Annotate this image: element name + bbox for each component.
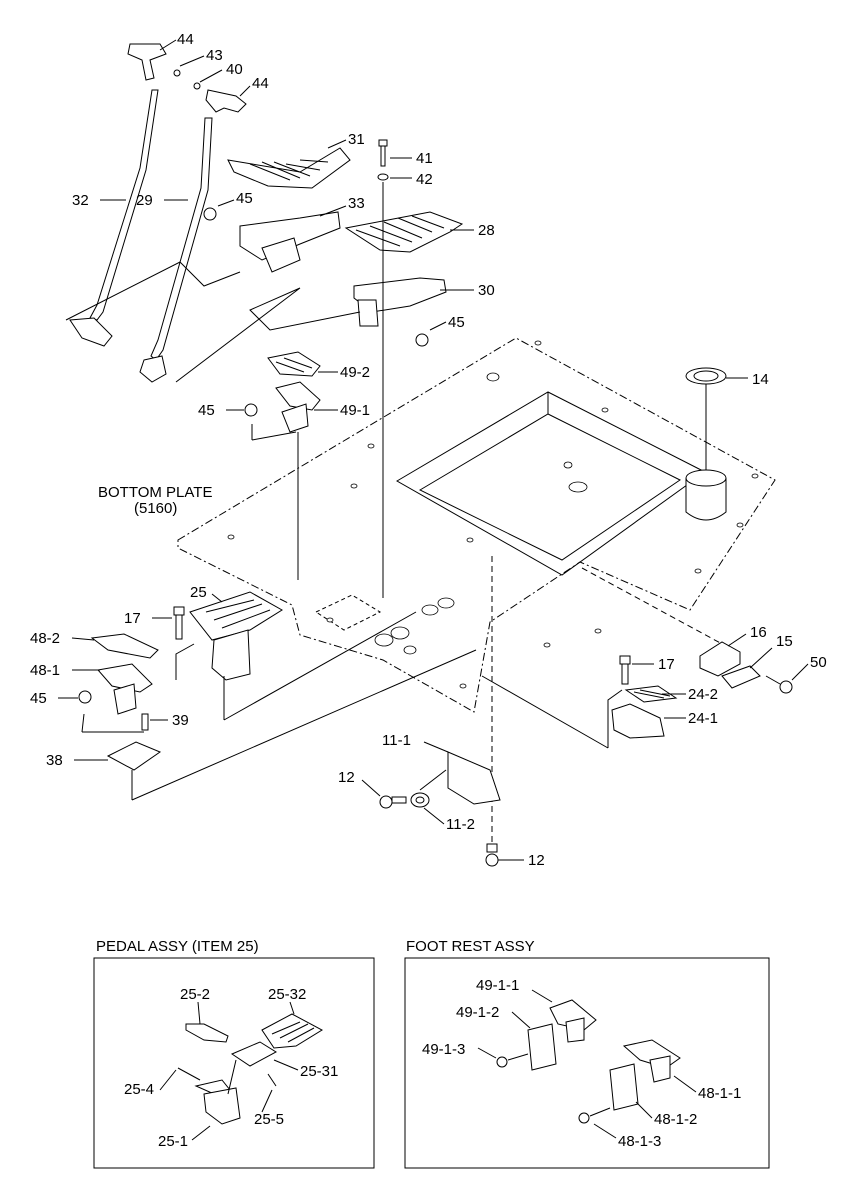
callout-15: 15 — [776, 633, 793, 650]
callout-38: 38 — [46, 752, 63, 769]
plate-38 — [106, 741, 162, 771]
bolt-45-set — [78, 207, 429, 704]
foot-rest-assy-title: FOOT REST ASSY — [406, 938, 535, 955]
callout-42: 42 — [416, 171, 433, 188]
callout-16: 16 — [750, 624, 767, 641]
callout-12: 12 — [338, 769, 355, 786]
callout-44: 44 — [252, 75, 269, 92]
bracket-48-1 — [97, 663, 153, 715]
label-25-32: 25-32 — [268, 986, 306, 1003]
bottom-plate-label: BOTTOM PLATE (5160) — [98, 484, 212, 517]
callout-14: 14 — [752, 371, 769, 388]
foot-rest-assy-detail: FOOT REST ASSY 49-1-1 49-1-2 49-1-3 48-1… — [404, 938, 770, 1169]
callout-11-2: 11-2 — [446, 816, 475, 833]
pedal-24 — [611, 685, 678, 739]
pedal-25 — [189, 591, 283, 681]
label-48-1-1: 48-1-1 — [698, 1085, 741, 1102]
bracket-11-1 — [419, 751, 501, 805]
bracket-30 — [353, 277, 447, 327]
callout-30: 30 — [478, 282, 495, 299]
bolt-17-left — [173, 606, 185, 640]
pedal-assy-title: PEDAL ASSY (ITEM 25) — [96, 938, 259, 955]
callout-29: 29 — [136, 192, 153, 209]
callout-28: 28 — [478, 222, 495, 239]
pad-31 — [227, 147, 351, 189]
knob-44-lower — [205, 89, 247, 113]
bracket-49-1 — [275, 381, 321, 580]
bracket-15 — [721, 665, 761, 689]
label-48-1-3: 48-1-3 — [618, 1133, 661, 1150]
callout-39: 39 — [172, 712, 189, 729]
callout-48-1: 48-1 — [30, 662, 60, 679]
callout-31: 31 — [348, 131, 365, 148]
washer-11-2 — [410, 792, 430, 808]
callout-40: 40 — [226, 61, 243, 78]
bolt-39 — [141, 713, 149, 731]
bolt-12-set — [379, 795, 499, 867]
callout-41: 41 — [416, 150, 433, 167]
callout-43: 43 — [206, 47, 223, 64]
label-25-5: 25-5 — [254, 1111, 284, 1128]
callout-45: 45 — [236, 190, 253, 207]
callout-17: 17 — [124, 610, 141, 627]
bottom-plate-code: (5160) — [134, 500, 177, 517]
bolt-50 — [765, 675, 793, 694]
pad-49-2 — [267, 351, 321, 377]
bolt-17-right — [619, 655, 631, 685]
label-49-1-1: 49-1-1 — [476, 977, 519, 994]
callout-12: 12 — [528, 852, 545, 869]
callout-32: 32 — [72, 192, 89, 209]
label-25-1: 25-1 — [158, 1133, 188, 1150]
bottom-plate-title: BOTTOM PLATE — [98, 484, 212, 501]
pedal-assy-detail: PEDAL ASSY (ITEM 25) 25-2 25-32 25-31 25… — [93, 938, 375, 1169]
label-25-2: 25-2 — [180, 986, 210, 1003]
callout-24-1: 24-1 — [688, 710, 718, 727]
pad-28 — [344, 211, 464, 253]
callout-labels: 44 43 40 44 31 41 42 32 29 45 33 28 30 4… — [30, 31, 827, 869]
ring-part-14 — [685, 367, 727, 521]
bolt-41-42 — [377, 139, 389, 598]
bracket-16 — [699, 641, 741, 677]
knob-44-upper — [127, 43, 201, 90]
callout-24-2: 24-2 — [688, 686, 718, 703]
callout-leaders — [58, 39, 809, 861]
callout-49-1: 49-1 — [340, 402, 370, 419]
label-25-31: 25-31 — [300, 1063, 338, 1080]
callout-25: 25 — [190, 584, 207, 601]
callout-45: 45 — [198, 402, 215, 419]
label-25-4: 25-4 — [124, 1081, 154, 1098]
lever-32 — [69, 89, 159, 347]
callout-49-2: 49-2 — [340, 364, 370, 381]
label-49-1-3: 49-1-3 — [422, 1041, 465, 1058]
label-48-1-2: 48-1-2 — [654, 1111, 697, 1128]
lever-29 — [139, 117, 213, 383]
callout-45: 45 — [448, 314, 465, 331]
callout-45: 45 — [30, 690, 47, 707]
bottom-plate — [177, 337, 776, 713]
label-49-1-2: 49-1-2 — [456, 1004, 499, 1021]
callout-50: 50 — [810, 654, 827, 671]
callout-17: 17 — [658, 656, 675, 673]
callout-33: 33 — [348, 195, 365, 212]
callout-44: 44 — [177, 31, 194, 48]
callout-48-2: 48-2 — [30, 630, 60, 647]
callout-11-1: 11-1 — [382, 732, 411, 749]
assembly-guide-lines — [65, 261, 725, 842]
bracket-33 — [239, 211, 341, 273]
pad-48-2 — [90, 633, 159, 659]
